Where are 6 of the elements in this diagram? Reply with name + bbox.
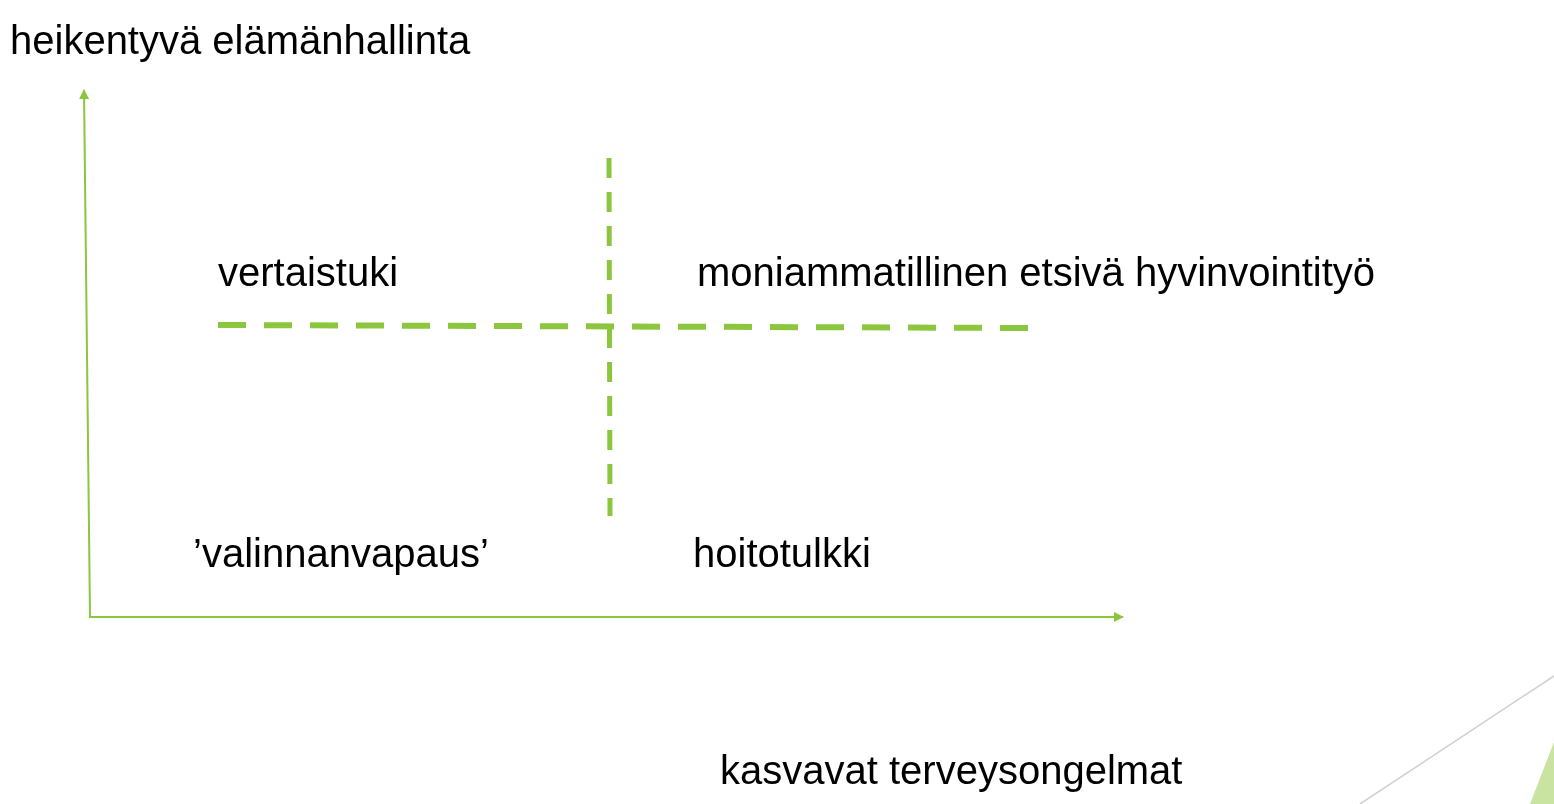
axis-label: kasvavat terveysongelmat	[720, 747, 1183, 794]
axis-label: heikentyvä elämänhallinta	[10, 17, 471, 64]
quadrant-label: ’valinnanvapaus’	[193, 530, 489, 577]
quadrant-label: hoitotulkki	[693, 530, 871, 577]
quadrant-label: moniammatillinen etsivä hyvinvointityö	[697, 249, 1376, 296]
quadrant-label: vertaistuki	[218, 249, 399, 296]
